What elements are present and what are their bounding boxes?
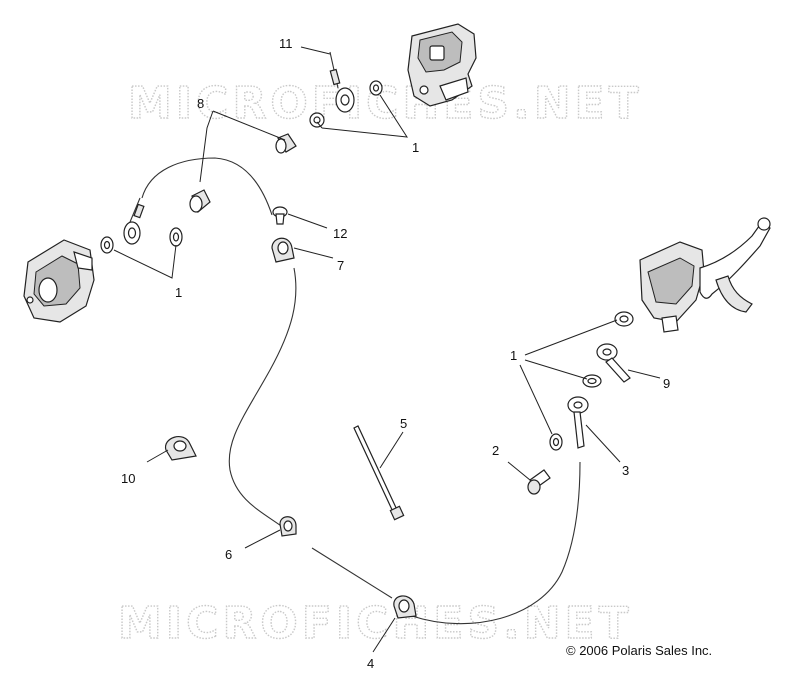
callout-labels: 11 8 1 12 7 1 1 9 5 2 3 10 6 4	[121, 36, 670, 671]
hose-left-fitting	[129, 197, 141, 223]
hose-left-down	[228, 267, 297, 529]
banjo-fittings	[123, 68, 631, 449]
callout-3: 3	[622, 463, 629, 478]
leader-lines	[113, 46, 661, 653]
callout-10: 10	[121, 471, 135, 486]
callout-8: 8	[197, 96, 204, 111]
hose-lower-right	[411, 461, 581, 625]
top-brake-caliper	[407, 23, 477, 107]
bleeder-screw	[272, 206, 288, 225]
callout-1-left: 1	[175, 285, 182, 300]
watermark-bottom: MICROFICHES.NET	[118, 598, 633, 649]
callout-4: 4	[367, 656, 374, 671]
hose-upper-left	[141, 157, 273, 216]
callout-9: 9	[663, 376, 670, 391]
hose-clamps	[165, 237, 417, 619]
callout-1-right: 1	[510, 348, 517, 363]
fitting-9-stem	[605, 357, 631, 383]
callout-1-top: 1	[412, 140, 419, 155]
banjo-bolts	[189, 133, 551, 495]
cable-tie	[353, 425, 405, 521]
washers	[100, 80, 634, 451]
callout-6: 6	[225, 547, 232, 562]
callout-7: 7	[337, 258, 344, 273]
left-brake-caliper	[23, 239, 95, 323]
watermark-top: MICROFICHES.NET	[128, 78, 643, 129]
brake-hoses	[129, 51, 581, 625]
callout-2: 2	[492, 443, 499, 458]
callout-11: 11	[279, 36, 293, 51]
hose-lower-segment	[311, 547, 393, 599]
callout-5: 5	[400, 416, 407, 431]
callout-12: 12	[333, 226, 347, 241]
master-cylinder-lever	[639, 217, 771, 333]
copyright-notice: © 2006 Polaris Sales Inc.	[566, 643, 712, 658]
fitting-3-stem	[573, 411, 585, 449]
